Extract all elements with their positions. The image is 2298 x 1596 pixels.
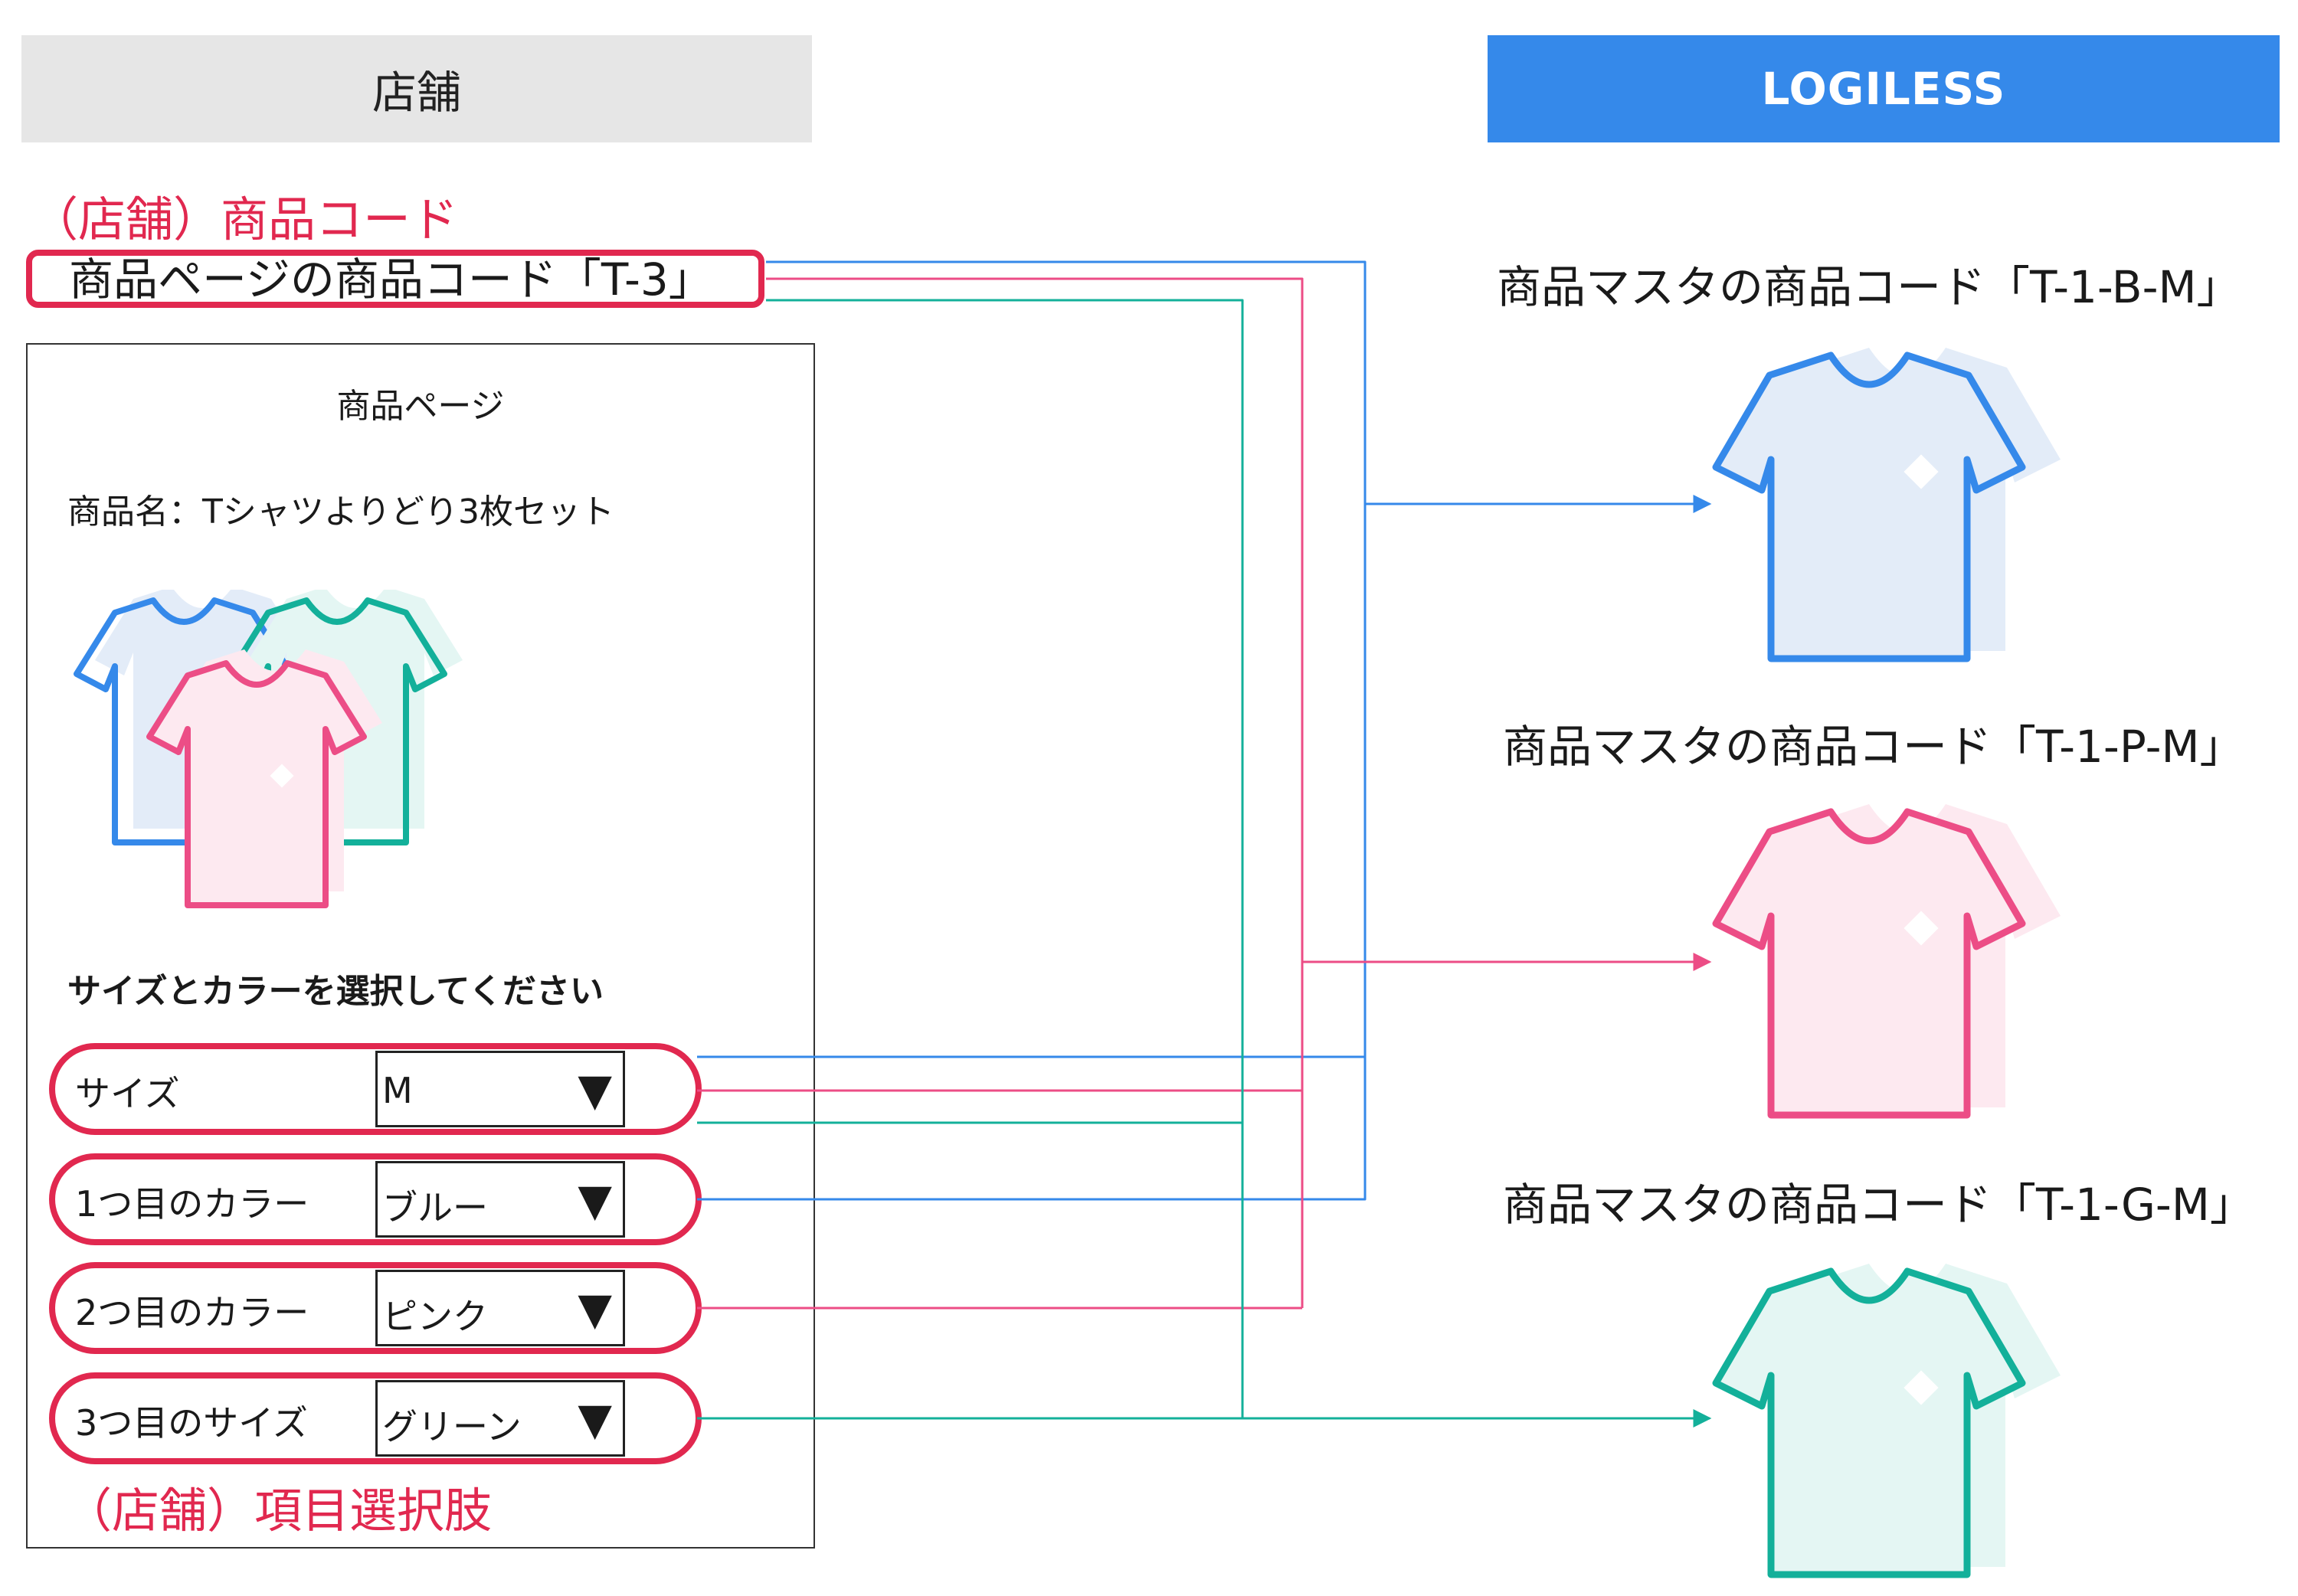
dropdown-arrow-icon: ▼ [578, 1283, 612, 1335]
color-1-select-value: ブルー [382, 1187, 488, 1228]
color-3-select[interactable]: グリーン ▼ [375, 1380, 625, 1457]
dropdown-arrow-icon: ▼ [578, 1064, 612, 1116]
store-header-label: 店舗 [372, 67, 461, 119]
master-title-green: 商品マスタの商品コード「T-1-G-M」 [1503, 1179, 2254, 1231]
tshirt-green-master-icon [1712, 1264, 2061, 1578]
store-product-code-label: （店舗）商品コード [31, 191, 459, 247]
size-select-value: M [382, 1070, 413, 1111]
product-code-text: 商品ページの商品コード「T-3」 [69, 253, 713, 306]
dropdown-arrow-icon: ▼ [578, 1174, 612, 1226]
option-row-size [49, 1043, 702, 1135]
store-item-options-label: （店舗）項目選択肢 [64, 1483, 493, 1539]
tshirt-blue-master-icon [1712, 348, 2061, 662]
option-label-size: サイズ [75, 1073, 180, 1114]
wire-pink [697, 277, 1710, 1310]
tshirt-pink-icon [146, 649, 382, 908]
wire-blue [697, 260, 1710, 1201]
product-page-title: 商品ページ [336, 387, 505, 426]
master-title-pink: 商品マスタの商品コード「T-1-P-M」 [1503, 721, 2244, 773]
wire-green [697, 299, 1244, 1420]
color-2-select-value: ピンク [382, 1296, 488, 1337]
color-2-select[interactable]: ピンク ▼ [375, 1270, 625, 1346]
tshirt-set-icon [74, 590, 463, 908]
size-select[interactable]: M ▼ [375, 1051, 625, 1127]
dropdown-arrow-icon: ▼ [578, 1393, 612, 1445]
store-header: 店舗 [21, 35, 812, 142]
option-label-color-2: 2つ目のカラー [75, 1292, 309, 1333]
logiless-header-label: LOGILESS [1761, 63, 2006, 115]
product-name: 商品名：Tシャツよりどり3枚セット [67, 492, 614, 531]
product-code-highlight [26, 250, 764, 308]
master-title-blue: 商品マスタの商品コード「T-1-B-M」 [1497, 261, 2241, 313]
logiless-header: LOGILESS [1488, 35, 2280, 142]
selection-instruction: サイズとカラーを選択してください [67, 972, 604, 1011]
color-3-select-value: グリーン [382, 1406, 522, 1447]
tshirt-pink-master-icon [1712, 804, 2061, 1119]
product-page-frame [26, 343, 815, 1549]
option-label-color-3: 3つ目のサイズ [75, 1402, 308, 1444]
color-1-select[interactable]: ブルー ▼ [375, 1161, 625, 1238]
option-label-color-1: 1つ目のカラー [75, 1183, 309, 1225]
